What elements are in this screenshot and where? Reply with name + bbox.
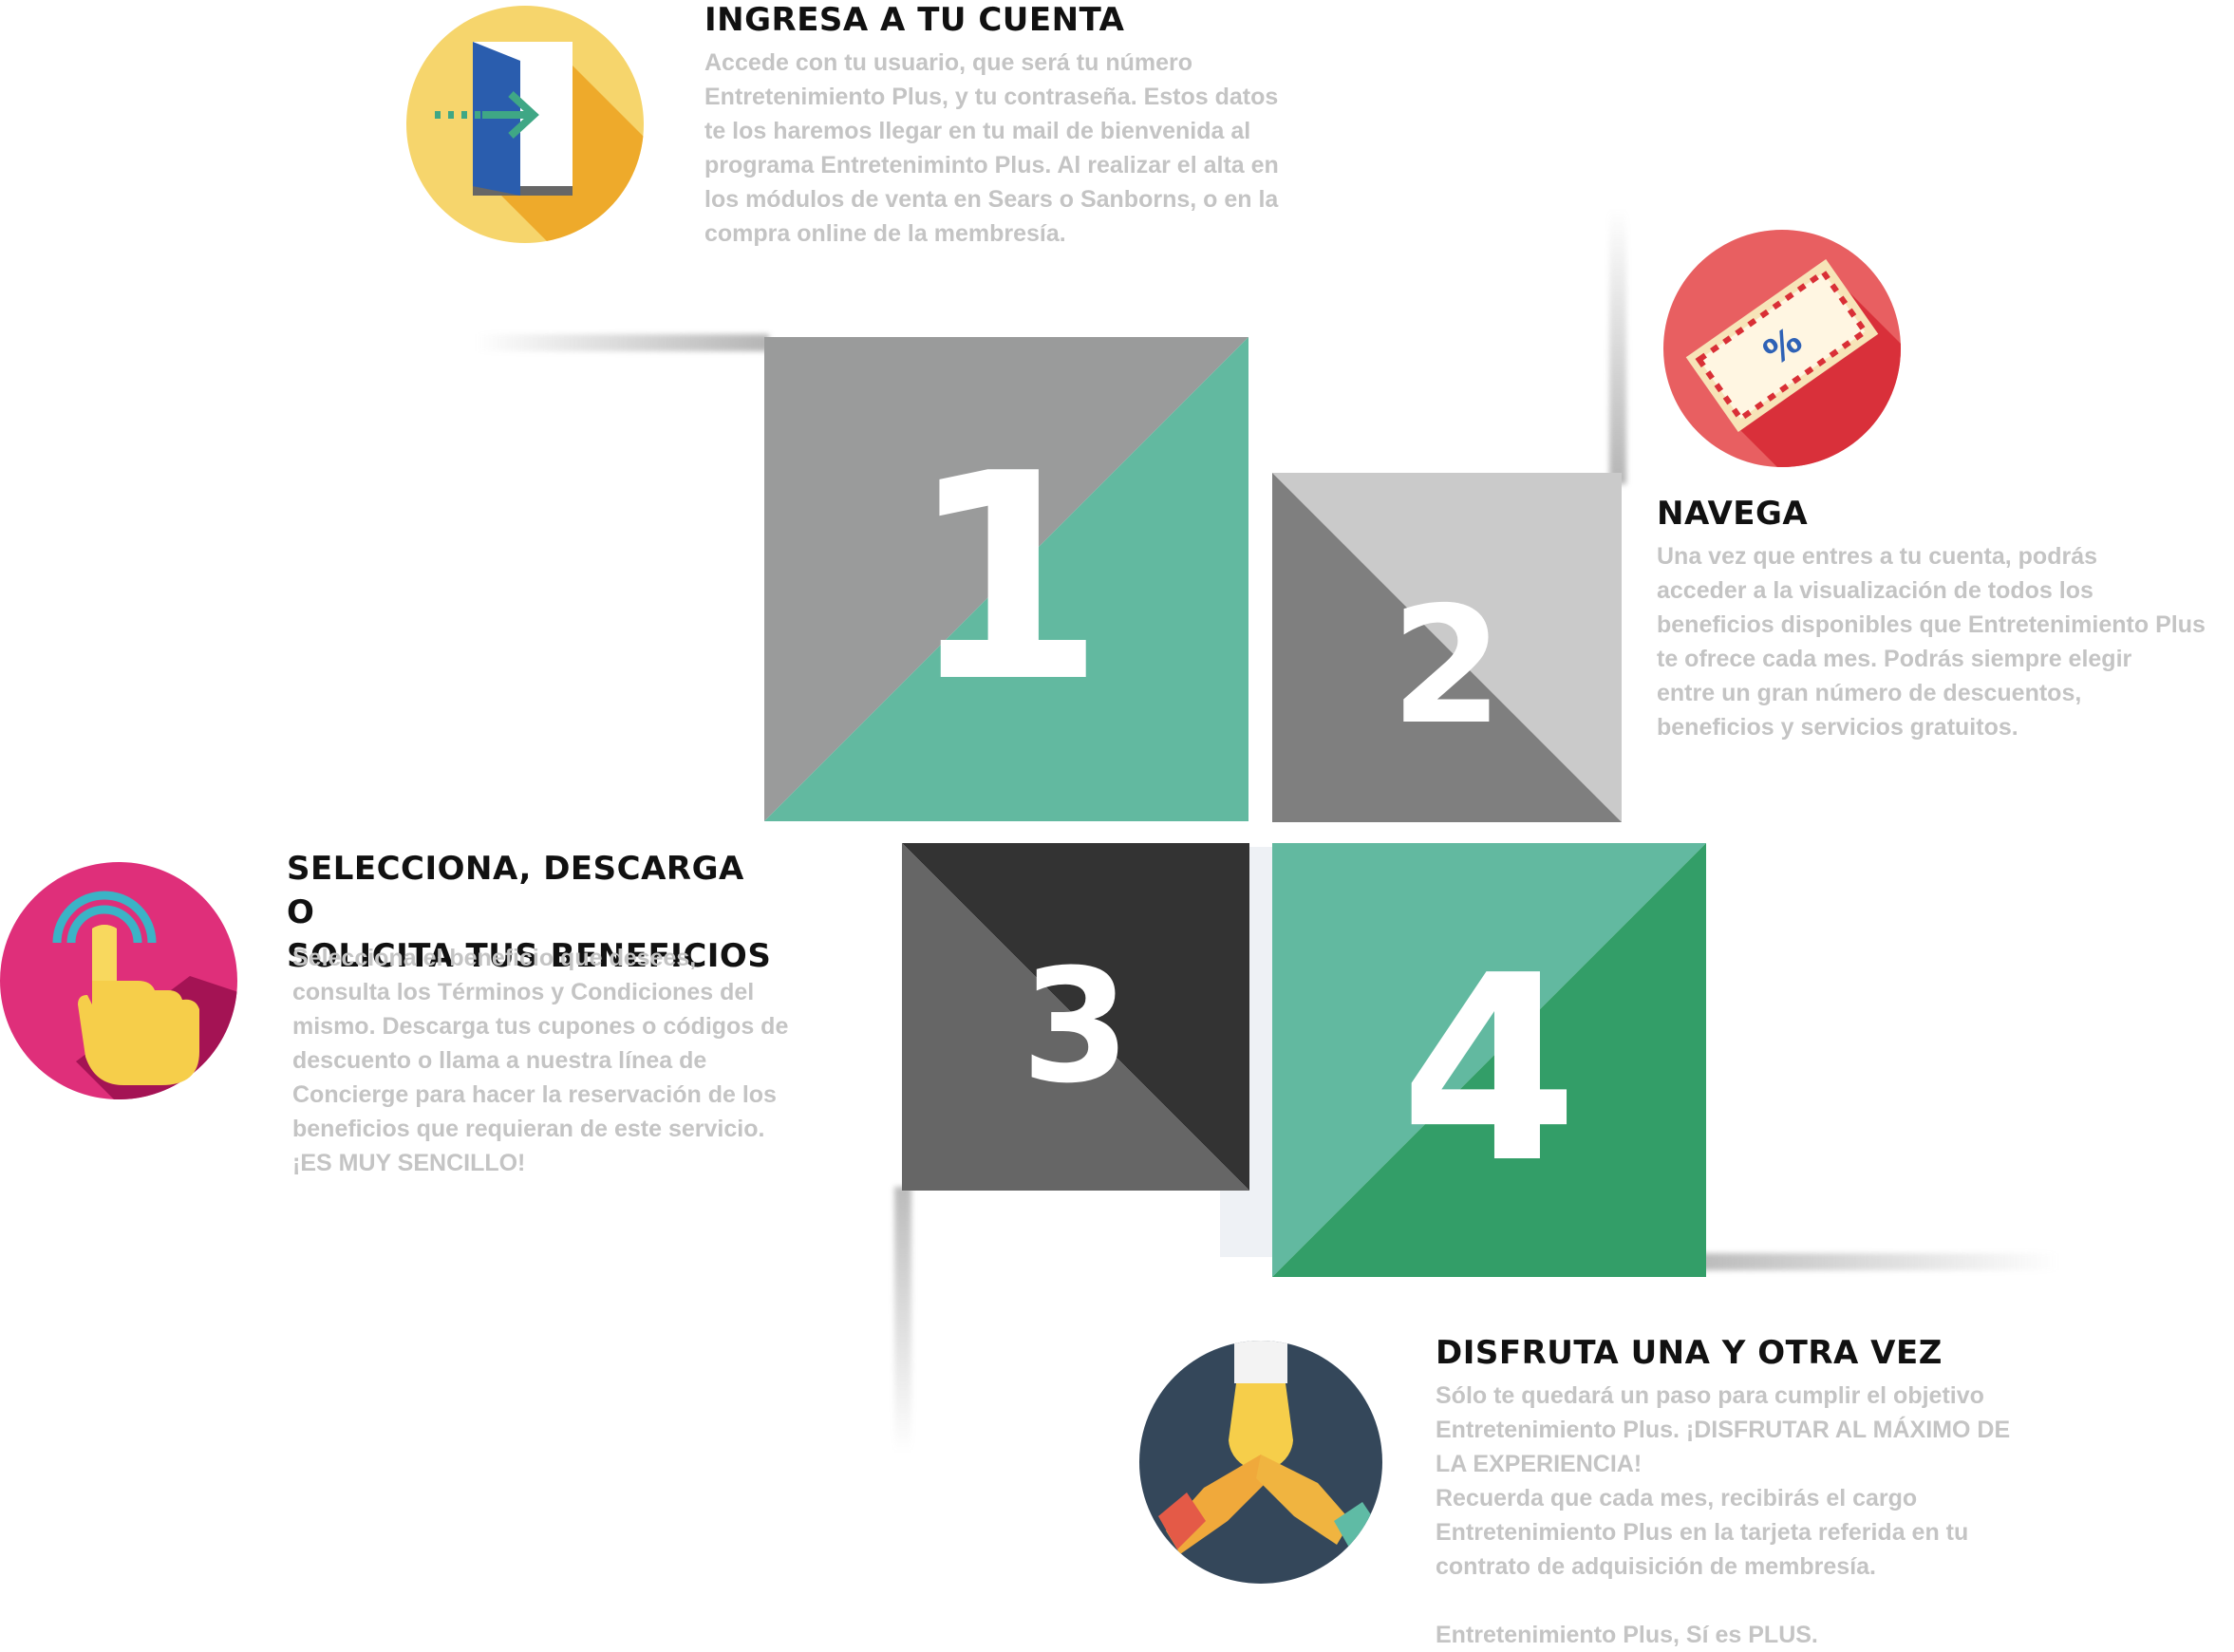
step-2-number: 2: [1390, 573, 1504, 760]
shadow-line-top: [475, 334, 769, 351]
shadow-line-left: [894, 1187, 911, 1453]
step-3-square: 3: [902, 843, 1249, 1191]
hand-tap-icon: [0, 862, 237, 1099]
step-4-number: 4: [1399, 919, 1579, 1219]
step-1-square: 1: [764, 337, 1248, 821]
shadow-line-right: [1609, 209, 1626, 484]
step-1-title: INGRESA A TU CUENTA: [704, 1, 1125, 39]
step-4-square: 4: [1272, 843, 1706, 1277]
step-1-square-fill: [764, 337, 1248, 821]
step-4-description: Sólo te quedará un paso para cumplir el …: [1436, 1382, 2011, 1648]
step-1-description: Accede con tu usuario, que será tu númer…: [704, 49, 1279, 247]
shadow-line-bottom: [1699, 1253, 2060, 1270]
step-3-description: Selecciona el beneficio que desees, cons…: [292, 945, 789, 1176]
step-2-square-fill: [1272, 473, 1622, 822]
step-2-title: NAVEGA: [1657, 495, 1809, 533]
step-4-title: DISFRUTA UNA Y OTRA VEZ: [1436, 1334, 1943, 1372]
step-3-square-fill: [902, 843, 1249, 1191]
step-3-title: SELECCIONA, DESCARGA O SOLICITA TUS BENE…: [287, 850, 772, 975]
discount-coupon-icon: %: [1663, 230, 1901, 467]
step-1-number: 1: [907, 413, 1106, 744]
team-hands-icon: [1139, 1341, 1382, 1584]
step-4-square-fill: [1272, 843, 1706, 1277]
step-3-number: 3: [1021, 934, 1131, 1117]
step-2-square: 2: [1272, 473, 1622, 822]
step-2-description: Una vez que entres a tu cuenta, podrás a…: [1657, 543, 2206, 741]
door-login-icon: [406, 6, 644, 243]
